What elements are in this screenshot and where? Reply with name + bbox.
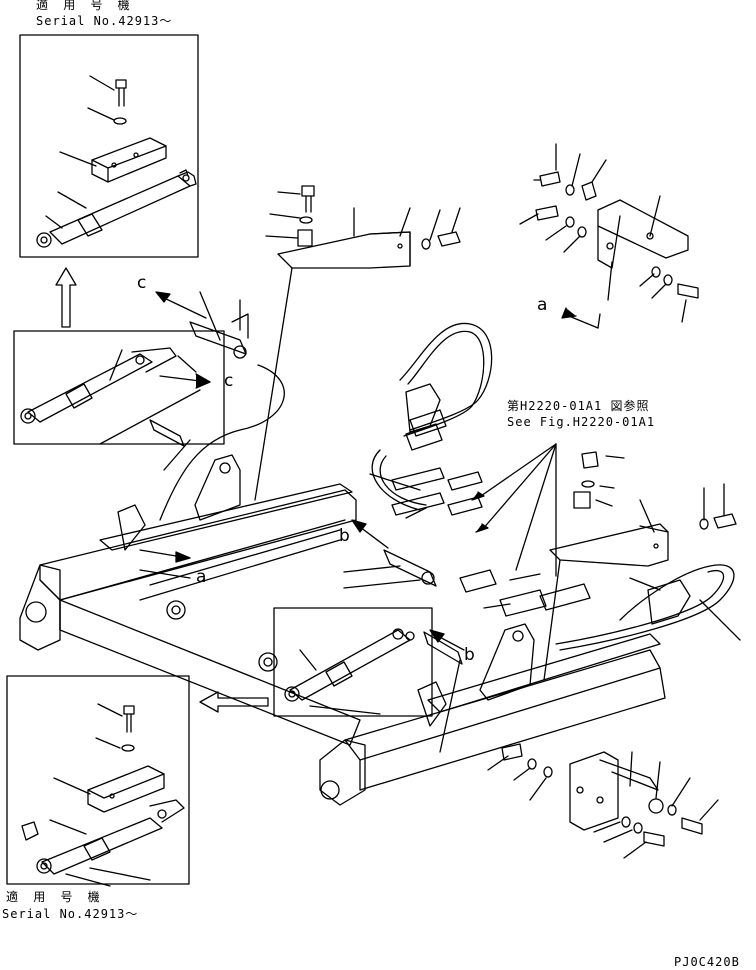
top-inset-frame [20,35,198,257]
bottom-inset-applicable-label: 適 用 号 機 [6,890,104,904]
bottom-inset-serial: Serial No.42913～ [2,907,139,921]
bottom-inset-cylinder [22,704,184,886]
left-arrow-icon [200,692,268,712]
main-frame [20,484,665,805]
bracket-upper-center [255,186,460,500]
fitting-left-mid [150,420,190,470]
center-cylinder-box [274,608,432,716]
bracket-top-right [520,144,698,328]
callout-arrow-b-mid [352,520,388,548]
lift-bracket-left [118,455,240,550]
fitting-b [384,550,436,586]
hose-right-loop [556,565,734,650]
fitting-b2 [424,632,462,664]
callout-arrow-b-right [430,630,464,650]
top-inset-applicable-label: 適 用 号 機 [36,0,134,12]
callout-a-top: a [537,295,548,315]
hose-clamp-right [648,580,690,624]
callout-a-frame: a [196,567,207,587]
bracket-mid-right [544,452,736,680]
callout-b-right: b [464,645,475,665]
bracket-bottom-right [440,660,718,858]
callout-arrow-a-frame [140,550,190,578]
hose-fittings-center [392,410,590,616]
drawing-code: PJ0C420B [674,955,740,969]
hose-upper-loop [372,323,491,510]
frame-leaders [200,292,740,640]
callout-c-inset: c [224,371,234,391]
reference-jp: 第H2220-01A1 図参照 [507,399,650,413]
reference-arrows [472,444,556,576]
hose-left-line [160,365,284,520]
mid-inset-frame [14,331,224,444]
top-inset-cylinder [37,76,196,247]
fitting-c [190,314,248,358]
callout-c-top: c [137,273,147,293]
lift-bracket-right [418,624,534,726]
hose-clamp-upper [406,384,440,432]
top-inset-serial: Serial No.42913～ [36,14,173,28]
up-arrow-icon [56,268,76,327]
mid-inset-cylinder [21,348,210,444]
reference-en: See Fig.H2220-01A1 [507,415,656,429]
callout-arrow-c-top [156,292,206,318]
callout-b-mid: b [339,526,350,546]
bottom-inset-frame [7,676,189,884]
